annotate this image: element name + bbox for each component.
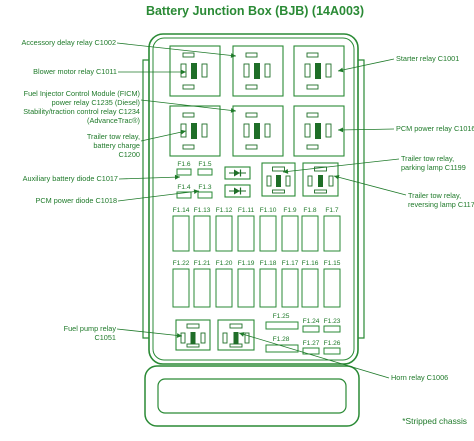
fuse-f1-18-label: F1.18 xyxy=(260,260,277,267)
fuse-f1-9: F1.9 xyxy=(281,207,299,252)
fuse-f1-20-label: F1.20 xyxy=(216,260,233,267)
fuse-f1-7: F1.7 xyxy=(323,207,341,252)
trailer-tow-reversing-leader xyxy=(333,174,407,196)
fuse-f1-17-label: F1.17 xyxy=(282,260,299,267)
fuse-f1-3-label: F1.3 xyxy=(198,184,212,191)
fuse-f1-21-label: F1.21 xyxy=(194,260,211,267)
callout-lines xyxy=(116,42,407,379)
fuse-f1-17: F1.17 xyxy=(281,260,299,308)
large-relays xyxy=(169,45,345,157)
fuse-f1-27: F1.27 xyxy=(302,340,320,355)
fuse-f1-18: F1.18 xyxy=(259,260,277,308)
fuse-f1-13-label: F1.13 xyxy=(194,207,211,214)
trailer-tow-parking-callout: Trailer tow relay,parking lamp C1199 xyxy=(401,154,466,172)
horn-relay xyxy=(217,319,255,351)
fuse-f1-28: F1.28 xyxy=(265,336,299,353)
trailer-tow-reversing-relay xyxy=(302,162,339,197)
fuse-f1-12: F1.12 xyxy=(215,207,233,252)
fuse-f1-6-label: F1.6 xyxy=(177,161,191,168)
fuse-f1-22: F1.22 xyxy=(172,260,190,308)
fuse-f1-28-label: F1.28 xyxy=(273,336,290,343)
ficm-relay xyxy=(169,105,221,157)
fuse-f1-26-label: F1.26 xyxy=(324,340,341,347)
ficm-callout: Fuel Injector Control Module (FICM)power… xyxy=(23,89,140,125)
starter-leader xyxy=(337,58,395,73)
fuse-f1-24: F1.24 xyxy=(302,318,320,333)
horn-callout: Horn relay C1006 xyxy=(391,373,448,382)
fuse-f1-15-label: F1.15 xyxy=(324,260,341,267)
fuse-f1-12-label: F1.12 xyxy=(216,207,233,214)
ficm-leader xyxy=(140,99,237,113)
fuse-f1-7-label: F1.7 xyxy=(325,207,339,214)
fuse-f1-5: F1.5 xyxy=(197,161,213,176)
fuse-f1-14-label: F1.14 xyxy=(173,207,190,214)
aux-battery-diode-callout: Auxiliary battery diode C1017 xyxy=(23,174,118,183)
fuse-f1-16-label: F1.16 xyxy=(302,260,319,267)
fuse-f1-25: F1.25 xyxy=(265,313,299,330)
fuse-f1-11-label: F1.11 xyxy=(238,207,255,214)
bjb-housing xyxy=(142,33,365,365)
fuse-f1-19-label: F1.19 xyxy=(238,260,255,267)
fuse-f1-27-label: F1.27 xyxy=(303,340,320,347)
fuse-f1-16: F1.16 xyxy=(301,260,319,308)
fuse-f1-8-label: F1.8 xyxy=(303,207,317,214)
pcm-power-relay xyxy=(293,105,345,157)
fuse-f1-6: F1.6 xyxy=(176,161,192,176)
aux-battery-diode-leader xyxy=(118,174,181,180)
fuse-f1-10: F1.10 xyxy=(259,207,277,252)
fuel-pump-leader xyxy=(116,328,183,338)
horn-leader xyxy=(238,332,390,379)
fuse-f1-10-label: F1.10 xyxy=(260,207,277,214)
pcm-power-relay-leader xyxy=(337,127,395,133)
fuse-f1-8: F1.8 xyxy=(301,207,319,252)
accessory-delay-callout: Accessory delay relay C1002 xyxy=(22,38,117,47)
pcm-power-relay-callout: PCM power relay C1016 xyxy=(396,124,474,133)
fuse-f1-20: F1.20 xyxy=(215,260,233,308)
fuse-f1-13: F1.13 xyxy=(193,207,211,252)
pcm-power-diode xyxy=(224,184,251,198)
fuse-f1-23: F1.23 xyxy=(323,318,341,333)
trailer-tow-parking-relay xyxy=(261,162,296,197)
pcm-power-diode-callout: PCM power diode C1018 xyxy=(35,196,117,205)
diodes xyxy=(224,166,251,198)
fuse-f1-9-label: F1.9 xyxy=(283,207,297,214)
fuse-f1-3: F1.3 xyxy=(197,184,213,199)
fuse-f1-4: F1.4 xyxy=(176,184,192,199)
aux-battery-diode xyxy=(224,166,251,180)
trailer-tow-reversing-callout: Trailer tow relay,reversing lamp C1178 xyxy=(408,191,474,209)
fuse-f1-15: F1.15 xyxy=(323,260,341,308)
pcm-area-relay xyxy=(232,105,284,157)
bjb-connector-tab xyxy=(144,365,360,427)
fuse-f1-19: F1.19 xyxy=(237,260,255,308)
fuel-pump-relay xyxy=(175,319,211,351)
trailer-tow-charge-leader xyxy=(140,129,187,142)
blower-motor-callout: Blower motor relay C1011 xyxy=(33,67,117,76)
blower-motor-leader xyxy=(118,69,186,75)
fuse-f1-21: F1.21 xyxy=(193,260,211,308)
fuse-f1-5-label: F1.5 xyxy=(198,161,212,168)
fuse-f1-11: F1.11 xyxy=(237,207,255,252)
diagram-title: Battery Junction Box (BJB) (14A003) xyxy=(146,4,364,18)
starter-callout: Starter relay C1001 xyxy=(396,54,459,63)
fuse-f1-14: F1.14 xyxy=(172,207,190,252)
blower-slot-relay xyxy=(232,45,284,97)
starter-relay xyxy=(293,45,345,97)
stripped-chassis-note: *Stripped chassis xyxy=(402,416,467,426)
fuse-f1-22-label: F1.22 xyxy=(173,260,190,267)
fuse-f1-25-label: F1.25 xyxy=(273,313,290,320)
fuse-f1-24-label: F1.24 xyxy=(303,318,320,325)
fuse-f1-4-label: F1.4 xyxy=(177,184,191,191)
fuse-f1-26: F1.26 xyxy=(323,340,341,355)
fuse-f1-23-label: F1.23 xyxy=(324,318,341,325)
trailer-tow-parking-leader xyxy=(282,158,400,174)
pcm-power-diode-leader xyxy=(117,189,200,202)
accessory-delay-leader xyxy=(116,42,237,58)
